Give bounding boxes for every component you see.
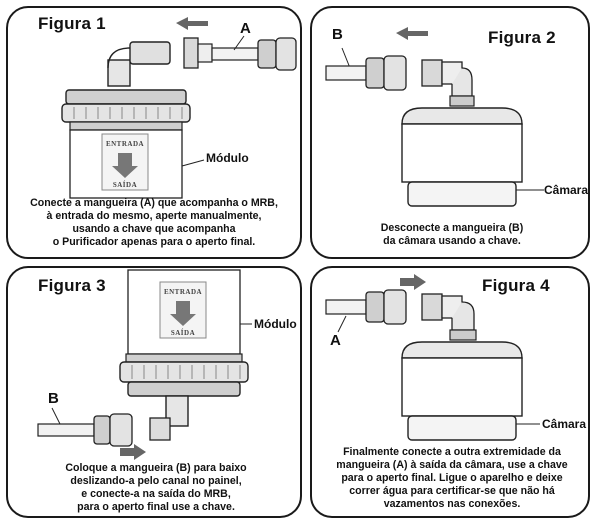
hose-label-b: B xyxy=(332,26,343,43)
figure-1-title: Figura 1 xyxy=(38,14,106,33)
figure-2-panel: Figura 2 B Câmara Desconecte a mangueira… xyxy=(310,6,590,259)
figure-3-illustration: ENTRADA SAÍDA xyxy=(37,269,252,460)
chamber-label: Câmara xyxy=(544,183,589,197)
figure-4-panel: Figura 4 A Câmara Finalmente conecte a o… xyxy=(310,266,590,518)
figure-4-illustration xyxy=(325,274,540,441)
svg-text:ENTRADA: ENTRADA xyxy=(164,288,202,296)
hose-label-a: A xyxy=(240,20,251,37)
figure-2-illustration xyxy=(325,27,544,207)
module-label: Módulo xyxy=(206,151,249,165)
hose-label-a: A xyxy=(330,332,341,349)
arrow-left-icon xyxy=(176,17,208,30)
arrow-down-icon xyxy=(112,153,138,178)
figure-3-title: Figura 3 xyxy=(38,276,106,295)
module-label: Módulo xyxy=(254,317,297,331)
arrow-right-icon xyxy=(400,274,426,290)
arrow-down-icon xyxy=(170,301,196,326)
arrow-left-icon xyxy=(396,27,428,40)
svg-text:ENTRADA: ENTRADA xyxy=(106,140,144,148)
chamber-label: Câmara xyxy=(542,417,587,431)
svg-text:SAÍDA: SAÍDA xyxy=(171,329,195,337)
hose-label-b: B xyxy=(48,390,59,407)
figure-3-panel: Figura 3 ENTRADA SAÍDA Módulo B Coloque xyxy=(6,266,302,518)
figure-4-caption: Finalmente conecte a outra extremidade d… xyxy=(336,446,568,510)
figure-1-panel: Figura 1 ENTRADA SAÍDA xyxy=(6,6,302,259)
figure-1-caption: Conecte a mangueira (A) que acompanha o … xyxy=(30,197,278,248)
svg-text:SAÍDA: SAÍDA xyxy=(113,181,137,189)
arrow-right-icon xyxy=(120,444,146,460)
figure-2-title: Figura 2 xyxy=(488,28,556,47)
figure-2-caption: Desconecte a mangueira (B) da câmara usa… xyxy=(380,222,524,247)
figure-1-illustration: ENTRADA SAÍDA xyxy=(61,17,297,199)
figure-3-caption: Coloque a mangueira (B) para baixo desli… xyxy=(65,462,247,513)
figure-4-title: Figura 4 xyxy=(482,276,550,295)
